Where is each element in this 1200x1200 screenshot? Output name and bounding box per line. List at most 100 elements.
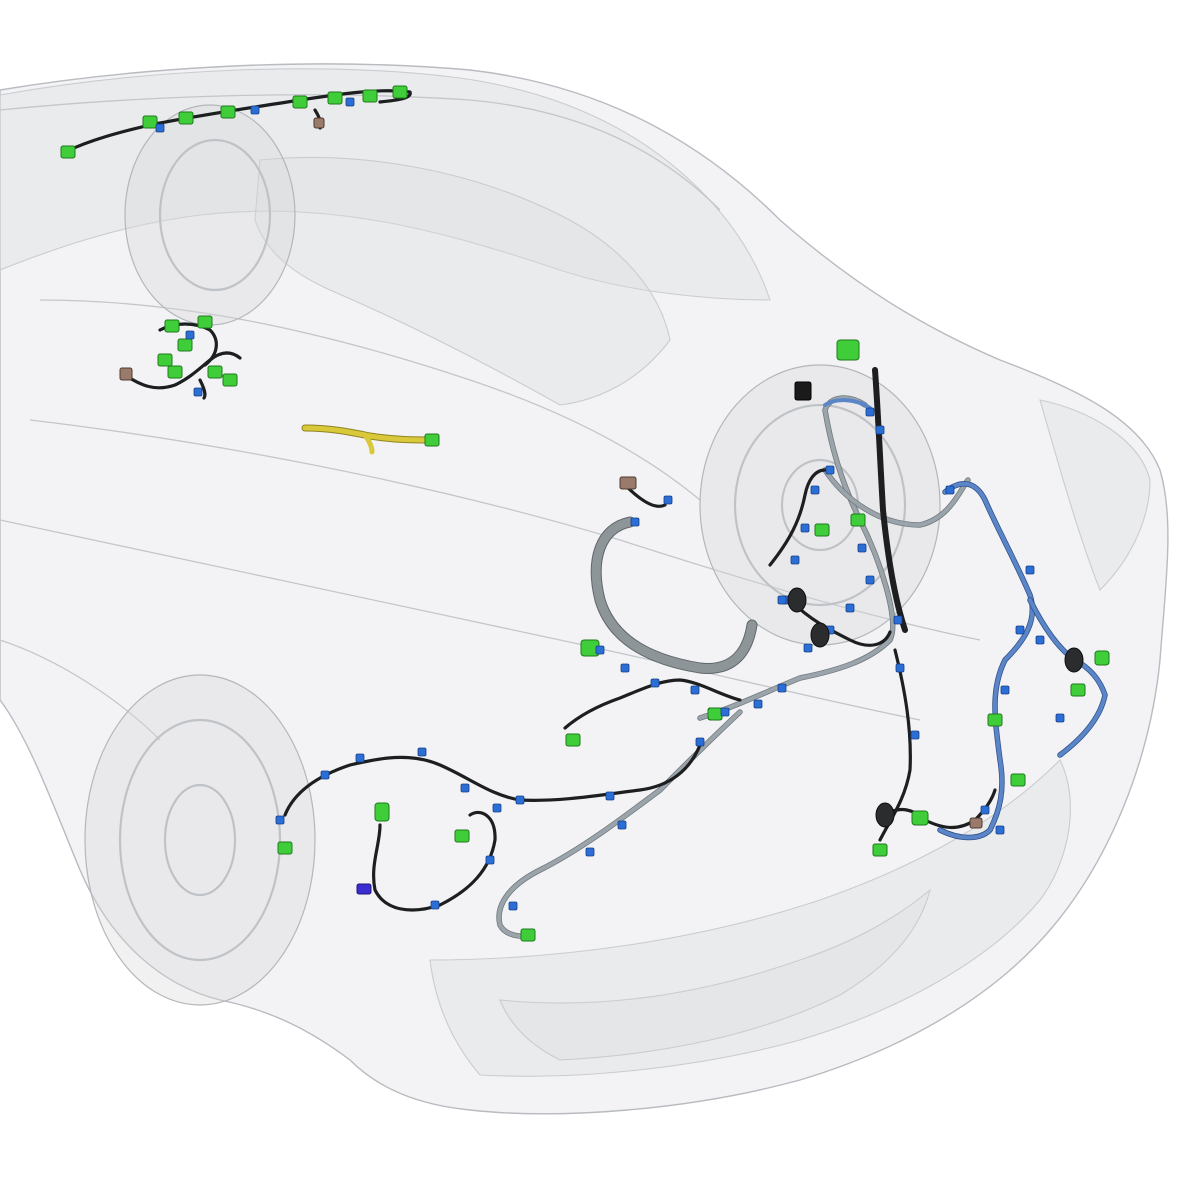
harness-clip (617, 820, 627, 830)
connector-green (60, 145, 76, 159)
harness-clip (875, 425, 885, 435)
rear-right-wheel-rim (733, 403, 907, 607)
car-trunk-lid (29, 419, 981, 641)
connector-layer (60, 85, 1110, 942)
connector-green (1070, 683, 1086, 697)
harness-clip (430, 900, 440, 910)
harness-clip (155, 123, 165, 133)
connector-brown-top (619, 476, 637, 490)
car-body-outline (0, 63, 1169, 1115)
harness-clip (595, 645, 605, 655)
harness-clip (417, 747, 427, 757)
harness-clip (777, 595, 787, 605)
car-roof-edge (0, 94, 721, 211)
harness-clip (650, 678, 660, 688)
connector-green (277, 841, 293, 855)
connector-green-large (1094, 650, 1110, 666)
harness-clip (1055, 713, 1065, 723)
harness-clip (320, 770, 330, 780)
blue-harness (938, 481, 1035, 840)
connector-green (292, 95, 308, 109)
connector-green (987, 713, 1003, 727)
harness-clip (753, 699, 763, 709)
dashboard-harness-branch (198, 378, 207, 400)
rear-left-wheel-rim (118, 718, 282, 962)
connector-green (872, 843, 888, 857)
connector-green (392, 85, 408, 99)
black-wire-center-cluster-2 (788, 598, 892, 647)
car-rear-window (254, 156, 671, 406)
harness-clip (460, 783, 470, 793)
harness-clip (857, 543, 867, 553)
connector-green (157, 353, 173, 367)
connector-green (178, 111, 194, 125)
harness-clip (800, 523, 810, 533)
connector-brown-roof (313, 117, 325, 129)
car-diffuser (499, 888, 931, 1061)
harness-clip (1000, 685, 1010, 695)
car-roof-glass (0, 68, 771, 301)
rear-left-wheel (84, 674, 316, 1006)
blue-harness-upper-loop (823, 398, 872, 410)
rubber-grommet (1064, 647, 1084, 673)
connector-green-large (707, 707, 723, 721)
harness-clip (605, 791, 615, 801)
connector-green (167, 365, 183, 379)
harness-clip (1015, 625, 1025, 635)
yellow-harness (302, 425, 438, 443)
connector-green (220, 105, 236, 119)
black-wire-bottom-right (883, 788, 997, 830)
black-wire-loop-left (372, 810, 497, 912)
harness-clip (275, 815, 285, 825)
roof-harness-wire (63, 89, 412, 154)
connector-green (164, 319, 180, 333)
car-rear-bumper (429, 759, 1071, 1077)
harness-clip (508, 901, 518, 911)
harness-clip (630, 517, 640, 527)
front-left-wheel (124, 104, 296, 326)
rubber-grommet (875, 802, 895, 828)
misc-connector-layer (119, 117, 983, 895)
lower-grey-branch (497, 710, 742, 939)
connector-green (177, 338, 193, 352)
harness-clip (790, 555, 800, 565)
harness-clip (810, 485, 820, 495)
harness-clip (1035, 635, 1045, 645)
harness-clip (865, 575, 875, 585)
rear-harness-blue (823, 398, 1108, 841)
harness-clip (585, 847, 595, 857)
black-wire-center-cluster (768, 468, 827, 567)
harness-clip (492, 803, 502, 813)
car-tail-lamp-right (1039, 399, 1151, 591)
car-side-sill (0, 639, 161, 741)
harness-clip (895, 663, 905, 673)
connector-green-large (374, 802, 390, 822)
connector-green (424, 433, 440, 447)
rubber-grommet (810, 622, 830, 648)
harness-clip (1025, 565, 1035, 575)
harness-clip (620, 663, 630, 673)
harness-clip (945, 485, 955, 495)
connector-green (1010, 773, 1026, 787)
black-wire-main-left (283, 743, 702, 817)
blue-harness-right (1028, 598, 1107, 757)
grommet-layer (787, 587, 1084, 828)
car-body-crease-2 (39, 299, 701, 501)
black-wire-rear-drop (872, 367, 908, 633)
connector-green (565, 733, 581, 747)
main-harness-trunk (698, 396, 895, 720)
connector-green (142, 115, 158, 129)
connector-green (850, 513, 866, 527)
harness-clip (777, 683, 787, 693)
harness-clip (825, 465, 835, 475)
harness-clip (345, 97, 355, 107)
connector-green (207, 365, 223, 379)
connector-green (362, 89, 378, 103)
harness-clip (803, 643, 813, 653)
harness-clip (250, 105, 260, 115)
connector-green (327, 91, 343, 105)
car-body-crease (0, 519, 921, 721)
connector-green-large (911, 810, 929, 826)
main-body-harness (283, 367, 997, 939)
